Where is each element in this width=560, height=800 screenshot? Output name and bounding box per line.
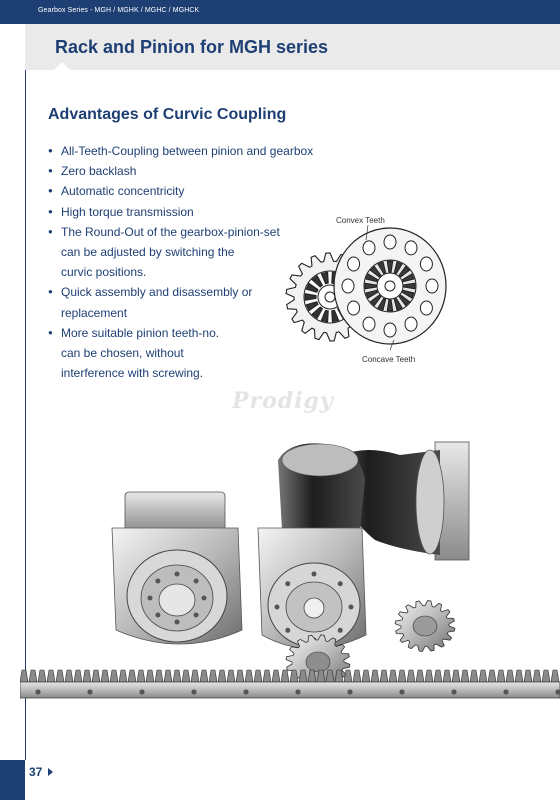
advantage-text: interference with screwing. — [61, 366, 204, 381]
advantage-text: All-Teeth-Coupling between pinion and ge… — [61, 144, 314, 158]
pinion-gear-right — [394, 600, 456, 652]
advantage-text: can be adjusted by switching the — [61, 245, 235, 260]
advantage-item: ● Zero backlash — [48, 161, 338, 181]
product-photo — [20, 441, 560, 699]
advantage-item: ● Quick assembly and disassembly or replac… — [48, 282, 338, 322]
advantages-list: ● All-Teeth-Coupling between pinion and g… — [48, 141, 338, 383]
concave-leader-line — [389, 339, 395, 351]
page-footer-block — [0, 760, 25, 800]
advantage-item: ● The Round-Out of the gearbox-pinion-set… — [48, 222, 338, 283]
bullet-dot-icon: ● — [48, 226, 53, 236]
page-number: 37 — [29, 765, 43, 779]
advantage-text: High torque transmission — [61, 204, 194, 219]
concave-teeth-disc — [333, 227, 447, 345]
section-title: Advantages of Curvic Coupling — [48, 106, 287, 123]
bullet-dot-icon: ● — [48, 166, 53, 176]
advantage-item: ● High torque transmission — [48, 202, 338, 222]
curvic-coupling-illustration — [285, 224, 447, 351]
advantage-text: The Round-Out of the gearbox-pinion-set — [61, 224, 280, 239]
middle-gearbox — [257, 527, 367, 649]
left-rule — [25, 24, 26, 760]
advantage-text: Quick assembly and disassembly or — [61, 285, 253, 300]
advantage-text: replacement — [61, 305, 128, 320]
advantage-text: curvic positions. — [61, 265, 147, 280]
advantage-item: ● Automatic concentricity — [48, 181, 338, 201]
top-bar: Gearbox Series - MGH / MGHK / MGHC / MGH… — [0, 0, 560, 24]
gear-rack — [20, 669, 560, 699]
page-title: Rack and Pinion for MGH series — [55, 37, 329, 57]
bullet-dot-icon: ● — [48, 287, 53, 297]
left-gearbox — [111, 491, 243, 645]
bullet-dot-icon: ● — [48, 186, 53, 196]
header-notch — [54, 62, 70, 70]
advantage-text: Automatic concentricity — [61, 184, 185, 199]
advantage-text: can be chosen, without — [61, 346, 184, 361]
convex-teeth-label: Convex Teeth — [336, 216, 385, 225]
bullet-dot-icon: ● — [48, 206, 53, 216]
advantage-item: ● All-Teeth-Coupling between pinion and g… — [48, 141, 338, 161]
bullet-dot-icon: ● — [48, 146, 53, 155]
right-angle-gearbox — [278, 441, 470, 561]
bullet-dot-icon: ● — [48, 327, 53, 337]
advantage-text: Zero backlash — [61, 164, 137, 179]
concave-teeth-label: Concave Teeth — [362, 355, 416, 364]
triangle-right-icon — [48, 768, 53, 776]
header-band: Rack and Pinion for MGH series — [25, 24, 560, 70]
watermark: Prodigy — [232, 388, 334, 414]
advantage-item: ● More suitable pinion teeth-no. can be ch… — [48, 323, 338, 384]
advantage-text: More suitable pinion teeth-no. — [61, 325, 220, 340]
convex-leader-line — [365, 224, 369, 241]
breadcrumb: Gearbox Series - MGH / MGHK / MGHC / MGH… — [38, 7, 200, 14]
